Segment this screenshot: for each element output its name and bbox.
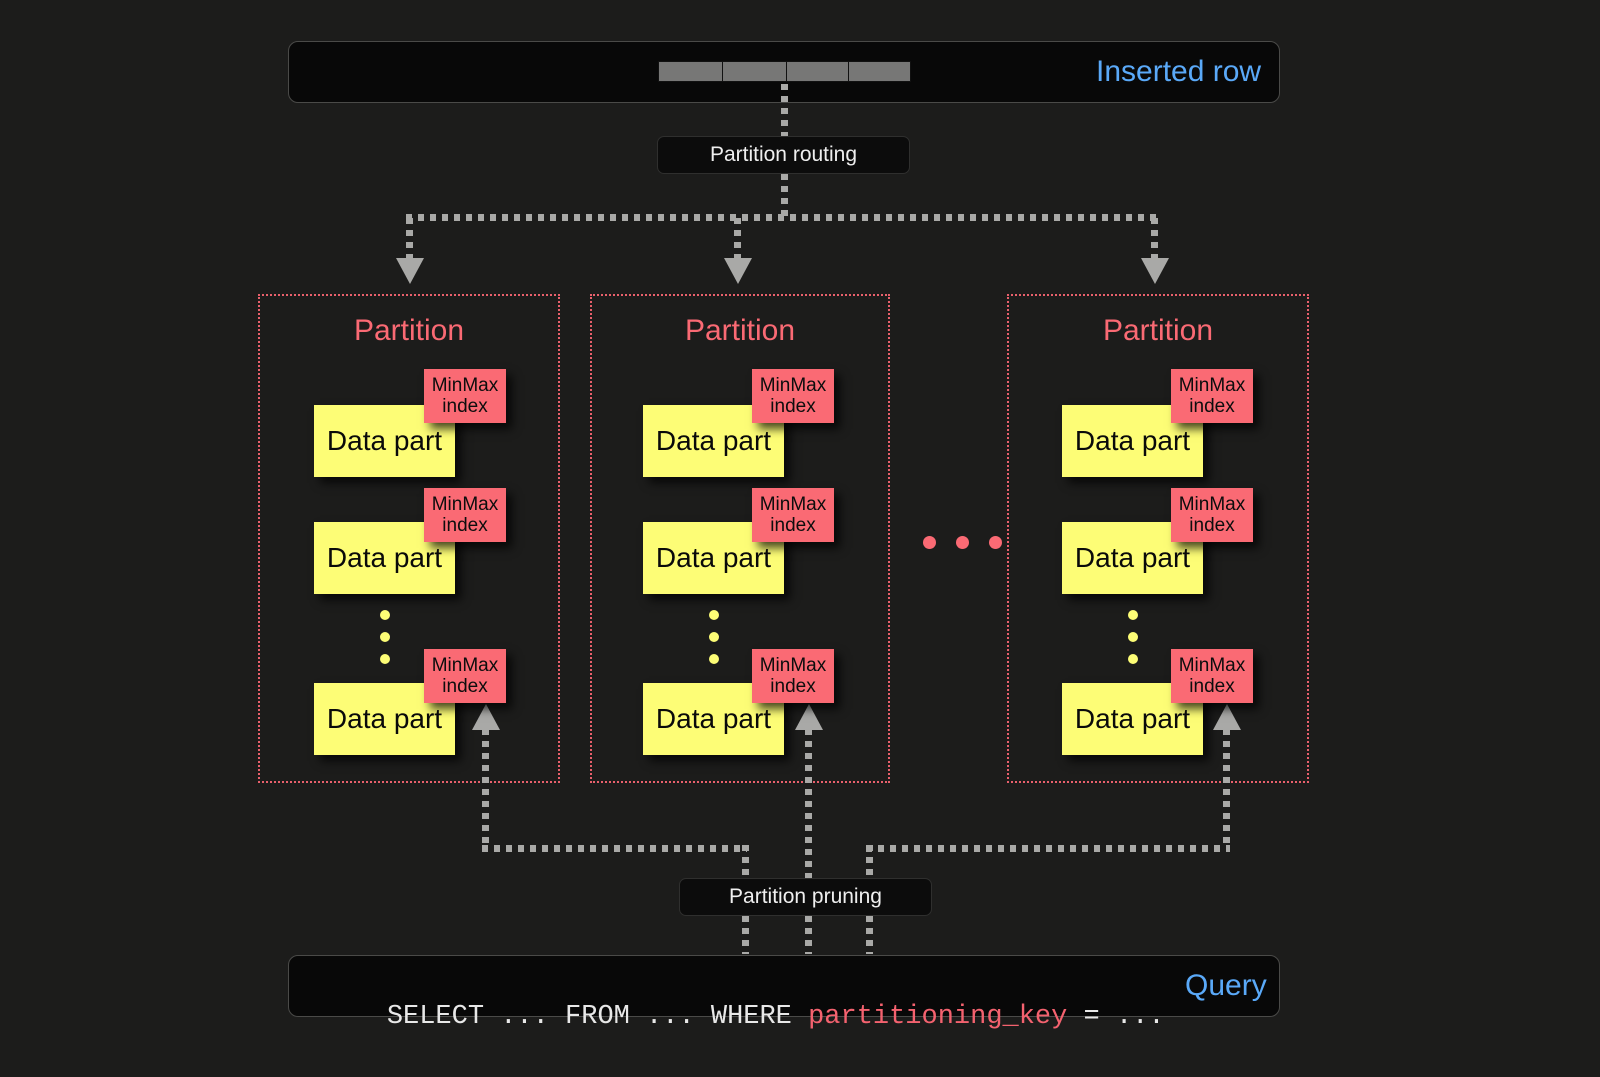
minmax-index-box: MinMax index: [424, 649, 506, 703]
minmax-index-line1: MinMax: [1178, 374, 1246, 396]
partition-title: Partition: [353, 314, 465, 347]
partition-title: Partition: [684, 314, 796, 347]
pruning-bus-left: [482, 845, 747, 852]
arrow-down-icon: [1141, 258, 1169, 284]
partition-box-2: Partition: [590, 294, 890, 783]
minmax-index-box: MinMax index: [752, 649, 834, 703]
minmax-index-line2: index: [442, 396, 488, 417]
query-label: Query: [1185, 969, 1267, 1002]
connector-bus-left-to-pruning: [742, 845, 749, 881]
connector-row-to-routing: [781, 84, 788, 136]
minmax-index-box: MinMax index: [424, 369, 506, 423]
minmax-index-line2: index: [1189, 396, 1235, 417]
minmax-index-line2: index: [1189, 676, 1235, 697]
minmax-index-line1: MinMax: [759, 374, 827, 396]
arrow-up-icon: [472, 704, 500, 730]
minmax-index-box: MinMax index: [752, 488, 834, 542]
minmax-index-line2: index: [770, 515, 816, 536]
connector-pruning-to-query-middle: [805, 916, 812, 954]
connector-bus-to-partition-3: [1151, 218, 1158, 263]
arrow-up-icon: [1213, 704, 1241, 730]
connector-pruning-to-query-left: [742, 916, 749, 954]
partitions-ellipsis: [923, 536, 1002, 549]
arrow-down-icon: [396, 258, 424, 284]
minmax-index-line2: index: [442, 515, 488, 536]
connector-routing-to-bus: [781, 174, 788, 218]
partition-box-3: Partition: [1007, 294, 1309, 783]
pruning-bus-right: [866, 845, 1230, 852]
minmax-index-line1: MinMax: [431, 654, 499, 676]
query-statement: SELECT ... FROM ... WHERE partitioning_k…: [322, 972, 1165, 1062]
fanout-bus: [406, 214, 1158, 221]
minmax-index-box: MinMax index: [1171, 369, 1253, 423]
query-suffix: = ...: [1067, 1002, 1165, 1032]
minmax-index-line1: MinMax: [1178, 654, 1246, 676]
partition-pruning-box: Partition pruning: [679, 878, 932, 916]
inserted-row-cell: [658, 61, 723, 82]
connector-pruning-to-query-right: [866, 916, 873, 954]
minmax-index-line2: index: [442, 676, 488, 697]
minmax-index-line1: MinMax: [431, 374, 499, 396]
query-panel: [288, 955, 1280, 1017]
minmax-index-line1: MinMax: [431, 493, 499, 515]
minmax-index-line1: MinMax: [759, 654, 827, 676]
connector-pruning-to-partition-1: [482, 729, 489, 849]
inserted-row-cell: [848, 61, 911, 82]
vertical-ellipsis: [380, 610, 390, 676]
query-prefix: SELECT ... FROM ... WHERE: [386, 1002, 809, 1032]
vertical-ellipsis: [1128, 610, 1138, 676]
vertical-ellipsis: [709, 610, 719, 676]
connector-pruning-to-partition-3: [1223, 729, 1230, 849]
partition-routing-box: Partition routing: [657, 136, 910, 174]
arrow-up-icon: [795, 704, 823, 730]
connector-bus-to-partition-1: [406, 218, 413, 263]
minmax-index-box: MinMax index: [424, 488, 506, 542]
inserted-row-cell: [722, 61, 787, 82]
minmax-index-line2: index: [1189, 515, 1235, 536]
minmax-index-box: MinMax index: [1171, 649, 1253, 703]
minmax-index-box: MinMax index: [752, 369, 834, 423]
partition-routing-label: Partition routing: [709, 143, 858, 166]
partition-pruning-label: Partition pruning: [729, 885, 882, 908]
data-part-box: Data part: [314, 405, 455, 477]
minmax-index-line2: index: [770, 676, 816, 697]
partition-title: Partition: [1102, 314, 1214, 347]
minmax-index-line2: index: [770, 396, 816, 417]
arrow-down-icon: [724, 258, 752, 284]
minmax-index-line1: MinMax: [759, 493, 827, 515]
data-part-box: Data part: [1062, 683, 1203, 755]
partition-box-1: Partition: [258, 294, 560, 783]
minmax-index-line1: MinMax: [1178, 493, 1246, 515]
minmax-index-box: MinMax index: [1171, 488, 1253, 542]
connector-pruning-to-partition-2: [805, 729, 812, 881]
data-part-box: Data part: [1062, 522, 1203, 594]
inserted-row-cell: [786, 61, 849, 82]
connector-bus-right-to-pruning: [866, 845, 873, 881]
connector-bus-to-partition-2: [734, 218, 741, 263]
query-partitioning-key: partitioning_key: [808, 1002, 1068, 1032]
inserted-row-label: Inserted row: [1096, 55, 1262, 88]
